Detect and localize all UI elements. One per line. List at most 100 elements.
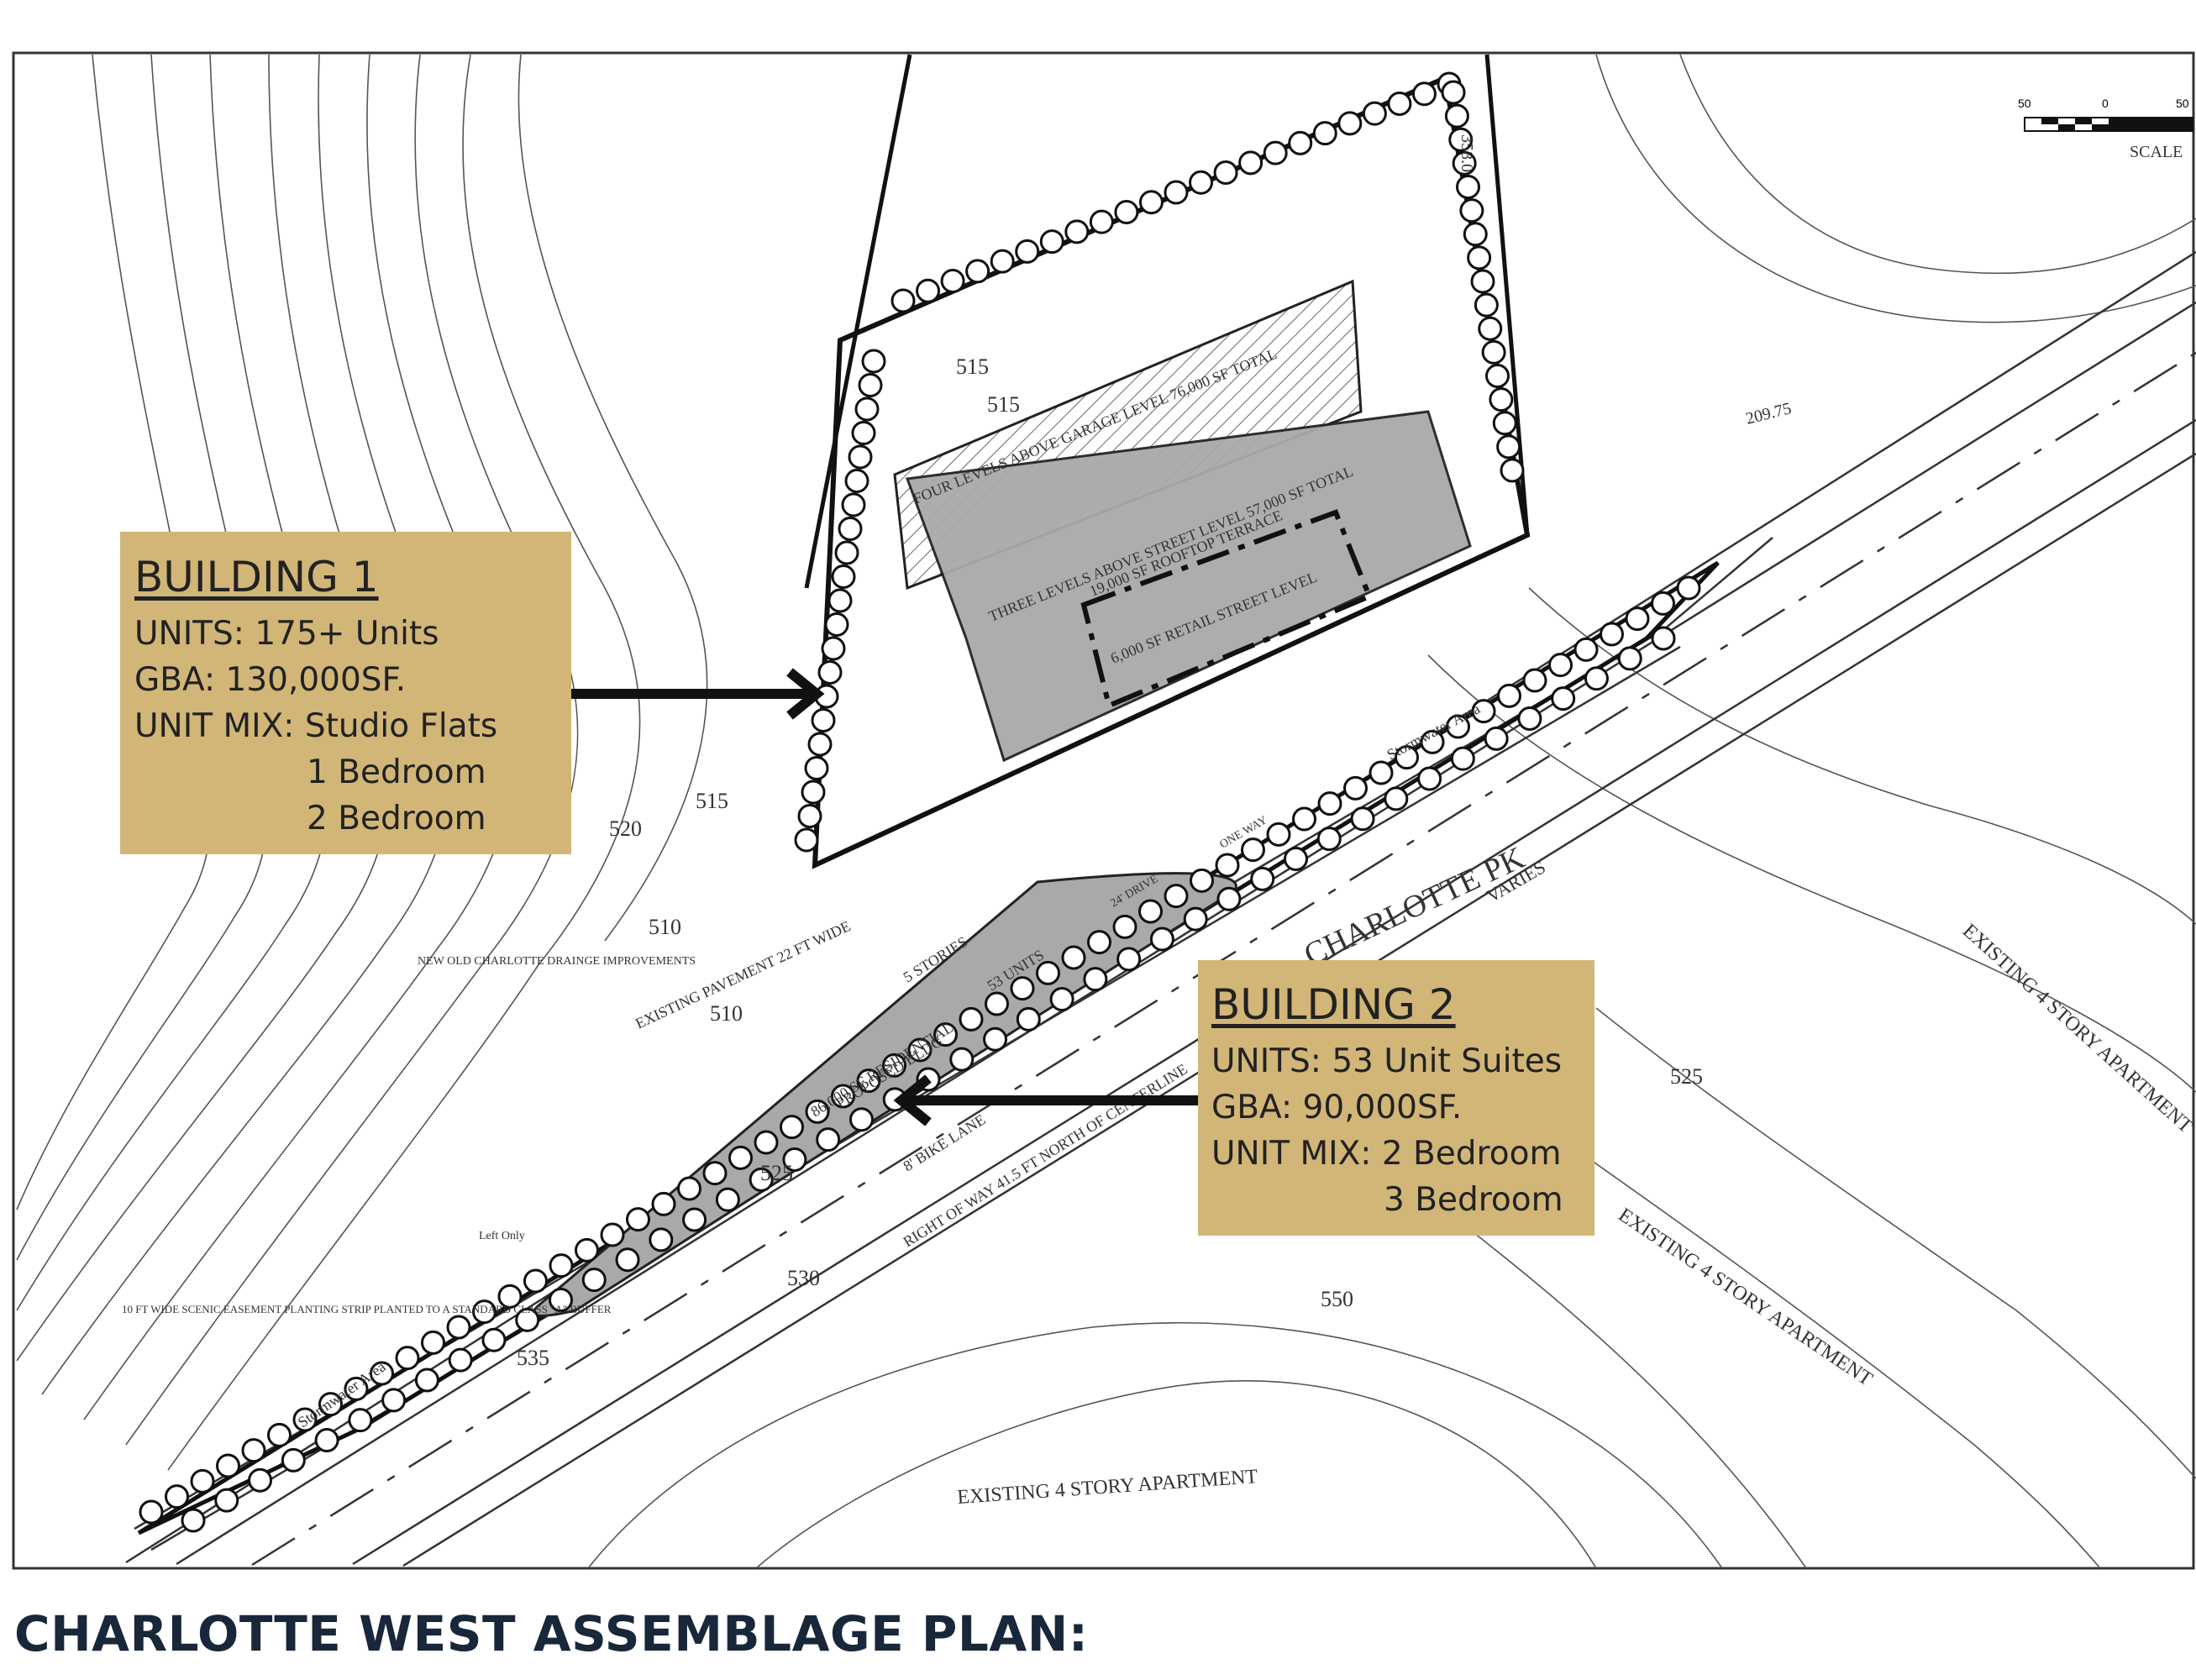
contour-label: 530	[787, 1266, 820, 1290]
tree-symbol	[523, 1268, 548, 1294]
tree-symbol	[281, 1447, 306, 1473]
tree-symbol	[497, 1284, 523, 1309]
tree-symbol	[1016, 1006, 1041, 1032]
tree-symbol	[1083, 967, 1108, 992]
tree-symbol	[1061, 945, 1086, 970]
tree-symbol	[651, 1191, 676, 1216]
tree-symbol	[1183, 906, 1208, 932]
tree-symbol	[990, 249, 1015, 274]
tree-symbol	[841, 492, 866, 517]
tree-symbol	[959, 1006, 984, 1032]
tree-symbol	[318, 1392, 343, 1417]
building-2-unit-mix-3br: 3 Bedroom	[1384, 1180, 1563, 1219]
tree-symbol	[1288, 130, 1313, 155]
building-2-callout: BUILDING 2 UNITS: 53 Unit Suites GBA: 90…	[1198, 960, 1594, 1236]
tree-symbol	[1036, 960, 1060, 985]
tree-symbol	[1039, 229, 1064, 255]
tree-symbol	[985, 991, 1009, 1016]
tree-symbol	[181, 1508, 206, 1533]
tree-symbol	[1470, 269, 1495, 294]
contour-label: 510	[649, 915, 681, 939]
building-1-unit-mix-2br: 2 Bedroom	[307, 799, 486, 837]
tree-symbol	[1441, 80, 1466, 105]
site-plan-drawing: FOUR LEVELS ABOVE GARAGE LEVEL 76,000 SF…	[12, 51, 2196, 1570]
tree-symbol	[1238, 150, 1263, 176]
tree-symbol	[1676, 575, 1701, 601]
tree-symbol	[1444, 103, 1469, 129]
tree-symbol	[1292, 806, 1316, 832]
tree-symbol	[1312, 121, 1337, 146]
tree-symbol	[292, 1407, 318, 1432]
tree-symbol	[861, 349, 886, 374]
tree-symbol	[907, 1037, 933, 1063]
tree-symbol	[1395, 745, 1419, 770]
tree-symbol	[1190, 868, 1214, 893]
callout-arrows	[571, 668, 1198, 1126]
tree-symbol	[807, 732, 833, 757]
tree-symbol	[1164, 884, 1189, 909]
tree-symbol	[1450, 746, 1475, 771]
tree-symbol	[827, 588, 853, 613]
scale-number-3: 50	[2176, 97, 2189, 110]
tree-symbol	[549, 1288, 573, 1312]
tree-symbol	[965, 259, 990, 284]
tree-symbol	[370, 1361, 394, 1386]
tree-symbol	[1625, 606, 1650, 632]
tree-symbol	[882, 1053, 906, 1078]
tree-symbol	[581, 1268, 607, 1293]
tree-symbol	[848, 444, 873, 470]
tree-symbol	[1112, 914, 1137, 939]
tree-symbol	[848, 1107, 874, 1132]
tree-symbol	[1138, 190, 1164, 215]
tree-symbol	[1551, 686, 1576, 711]
tree-symbol	[344, 1376, 369, 1401]
building-2-title: BUILDING 2	[1211, 980, 1456, 1029]
scale-number-2: 0	[2102, 97, 2109, 110]
bearing-label: 358.0	[1458, 134, 1476, 172]
tree-symbol	[216, 1453, 240, 1478]
tree-symbol	[1456, 175, 1480, 199]
tree-symbol	[933, 1022, 958, 1047]
tree-symbol	[811, 708, 836, 732]
tree-symbol	[1420, 729, 1445, 754]
tree-symbol	[851, 421, 876, 445]
tree-symbol	[1216, 886, 1242, 911]
building-1-units: UNITS: 175+ Units	[134, 614, 439, 653]
tree-symbol	[381, 1388, 407, 1413]
tree-symbol	[1284, 847, 1308, 871]
tree-symbol	[1010, 976, 1035, 1001]
contour-label: 515	[987, 392, 1020, 417]
tree-symbol	[1573, 637, 1599, 662]
tree-symbol	[241, 1438, 266, 1463]
tree-symbol	[314, 1428, 339, 1453]
easement-label: 10 FT WIDE SCENIC EASEMENT PLANTING STRI…	[122, 1303, 612, 1315]
contour-label: 535	[517, 1346, 549, 1370]
tree-symbol	[267, 1422, 292, 1447]
tree-symbol	[831, 564, 856, 589]
scale-label: SCALE	[2130, 143, 2183, 161]
tree-symbol	[472, 1299, 496, 1325]
tree-symbol	[1517, 706, 1542, 731]
building-2-gba: GBA: 90,000SF.	[1211, 1088, 1463, 1126]
tree-symbol	[1417, 766, 1442, 791]
tree-symbol	[515, 1307, 540, 1332]
tree-symbol	[1448, 127, 1474, 152]
scale-bar: 50 0 50	[2018, 97, 2193, 132]
tree-symbol	[1459, 198, 1484, 223]
contour-label: 525	[1670, 1064, 1703, 1089]
tree-symbol	[940, 269, 965, 294]
tree-symbol	[421, 1330, 445, 1355]
tree-symbol	[780, 1115, 804, 1140]
tree-symbol	[1474, 292, 1499, 318]
building-1-title: BUILDING 1	[134, 553, 379, 601]
tree-symbols	[139, 71, 1701, 1533]
tree-symbol	[1496, 434, 1521, 459]
tree-symbol	[797, 804, 822, 828]
tree-symbol	[414, 1368, 439, 1393]
tree-symbol	[677, 1176, 701, 1201]
tree-symbol	[1189, 170, 1214, 195]
tree-symbol	[1116, 947, 1142, 972]
tree-symbol	[1600, 622, 1624, 647]
tree-symbol	[754, 1130, 779, 1155]
